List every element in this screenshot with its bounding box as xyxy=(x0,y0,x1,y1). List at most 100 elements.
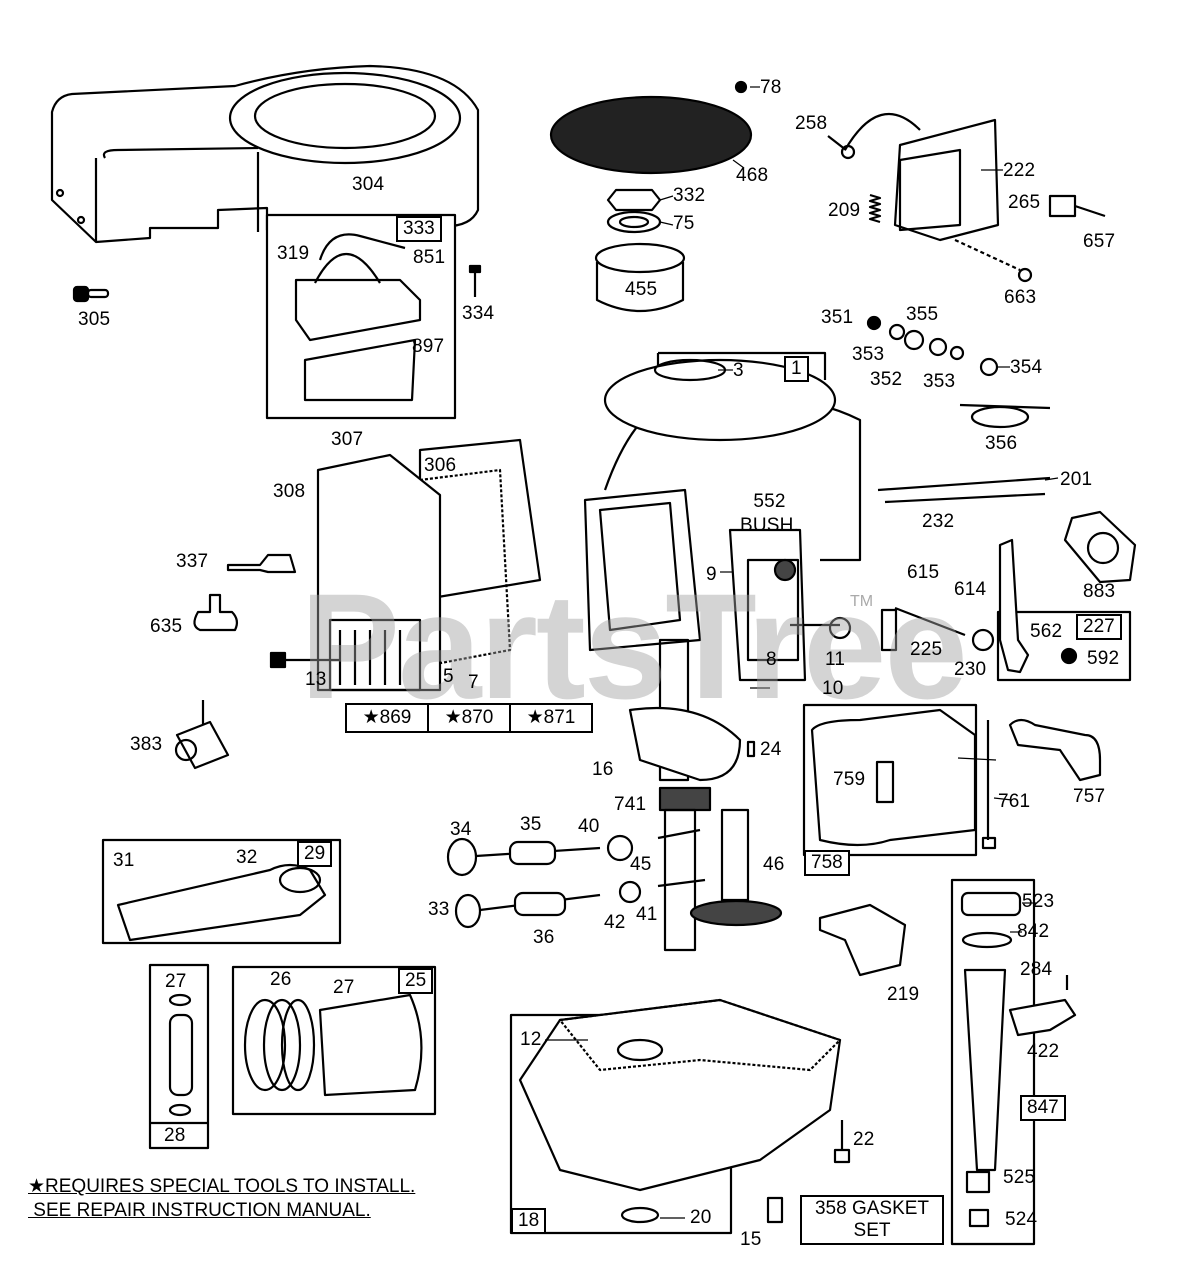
part-label-27[interactable]: 27 xyxy=(165,971,187,992)
part-label-225[interactable]: 225 xyxy=(910,639,943,660)
part-label-36[interactable]: 36 xyxy=(533,927,555,948)
part-label-219[interactable]: 219 xyxy=(887,984,920,1005)
part-label-761[interactable]: 761 xyxy=(998,791,1031,812)
special-tool-871[interactable]: ★871 xyxy=(526,707,576,728)
part-label-78[interactable]: 78 xyxy=(760,77,782,98)
part-label-16[interactable]: 16 xyxy=(592,759,614,780)
screw-334-shape xyxy=(468,264,482,297)
part-label-353[interactable]: 353 xyxy=(852,344,885,365)
part-label-20[interactable]: 20 xyxy=(690,1207,712,1228)
part-label-352[interactable]: 352 xyxy=(870,369,903,390)
part-label-32[interactable]: 32 xyxy=(236,847,258,868)
part-label-46[interactable]: 46 xyxy=(763,854,785,875)
part-label-592[interactable]: 592 xyxy=(1087,648,1120,669)
part-label-8[interactable]: 8 xyxy=(766,649,777,670)
kit-label-1[interactable]: 1 xyxy=(784,356,809,382)
cylinder-head-shape xyxy=(316,453,442,692)
part-label-332[interactable]: 332 xyxy=(673,185,706,206)
part-label-24[interactable]: 24 xyxy=(760,739,782,760)
part-label-851[interactable]: 851 xyxy=(413,247,446,268)
part-label-258[interactable]: 258 xyxy=(795,113,828,134)
special-tool-869[interactable]: ★869 xyxy=(347,705,429,731)
part-label-759[interactable]: 759 xyxy=(833,769,866,790)
part-label-356[interactable]: 356 xyxy=(985,433,1018,454)
part-label-26[interactable]: 26 xyxy=(270,969,292,990)
sump-shape xyxy=(518,998,842,1192)
part-label-615[interactable]: 615 xyxy=(907,562,940,583)
part-label-209[interactable]: 209 xyxy=(828,200,861,221)
part-label-3[interactable]: 3 xyxy=(733,360,744,381)
part-label-7[interactable]: 7 xyxy=(468,672,479,693)
part-label-75[interactable]: 75 xyxy=(673,213,695,234)
part-label-45[interactable]: 45 xyxy=(630,854,652,875)
part-label-657[interactable]: 657 xyxy=(1083,231,1116,252)
bushing-label-552[interactable]: 552 BUSH. xyxy=(740,490,799,538)
special-tool-870[interactable]: ★870 xyxy=(429,705,511,731)
part-label-383[interactable]: 383 xyxy=(130,734,163,755)
part-label-455[interactable]: 455 xyxy=(625,279,658,300)
part-label-741[interactable]: 741 xyxy=(614,794,647,815)
part-label-305[interactable]: 305 xyxy=(78,309,111,330)
part-label-422[interactable]: 422 xyxy=(1027,1041,1060,1062)
kit-label-333[interactable]: 333 xyxy=(396,216,442,242)
part-label-201[interactable]: 201 xyxy=(1060,469,1093,490)
part-label-40[interactable]: 40 xyxy=(578,816,600,837)
part-label-635[interactable]: 635 xyxy=(150,616,183,637)
part-label-31[interactable]: 31 xyxy=(113,850,135,871)
part-label-562[interactable]: 562 xyxy=(1030,621,1063,642)
gasket-set-358[interactable]: 358 GASKET SET xyxy=(800,1195,944,1245)
bush-text: BUSH. xyxy=(740,515,800,536)
part-label-222[interactable]: 222 xyxy=(1003,160,1036,181)
part-label-35[interactable]: 35 xyxy=(520,814,542,835)
part-label-334[interactable]: 334 xyxy=(462,303,495,324)
part-label-41[interactable]: 41 xyxy=(636,904,658,925)
part-label-265[interactable]: 265 xyxy=(1008,192,1041,213)
part-label-12[interactable]: 12 xyxy=(520,1029,542,1050)
kit-label-227[interactable]: 227 xyxy=(1076,614,1122,640)
part-label-15[interactable]: 15 xyxy=(740,1229,762,1250)
part-label-353-b[interactable]: 353 xyxy=(923,371,956,392)
part-label-523[interactable]: 523 xyxy=(1022,891,1055,912)
part-label-614[interactable]: 614 xyxy=(954,579,987,600)
part-label-524[interactable]: 524 xyxy=(1005,1209,1038,1230)
part-label-663[interactable]: 663 xyxy=(1004,287,1037,308)
part-label-9[interactable]: 9 xyxy=(706,564,717,585)
rotating-screen-shape xyxy=(549,95,753,175)
part-label-13[interactable]: 13 xyxy=(305,669,327,690)
part-label-351[interactable]: 351 xyxy=(821,307,854,328)
part-label-304[interactable]: 304 xyxy=(352,174,385,195)
part-label-306[interactable]: 306 xyxy=(424,455,457,476)
part-label-34[interactable]: 34 xyxy=(450,819,472,840)
kit-label-18[interactable]: 18 xyxy=(511,1208,547,1234)
part-label-33[interactable]: 33 xyxy=(428,899,450,920)
kit-label-29[interactable]: 29 xyxy=(297,841,333,867)
kit-label-28[interactable]: 28 xyxy=(164,1125,186,1146)
kit-label-758[interactable]: 758 xyxy=(804,850,850,876)
part-label-5[interactable]: 5 xyxy=(443,666,454,687)
watermark-trademark: TM xyxy=(850,593,874,610)
part-label-525[interactable]: 525 xyxy=(1003,1167,1036,1188)
part-label-897[interactable]: 897 xyxy=(412,336,445,357)
part-label-355[interactable]: 355 xyxy=(906,304,939,325)
part-label-883[interactable]: 883 xyxy=(1083,581,1116,602)
part-label-284[interactable]: 284 xyxy=(1020,959,1053,980)
part-label-10[interactable]: 10 xyxy=(822,678,844,699)
part-label-27-b[interactable]: 27 xyxy=(333,977,355,998)
kit-label-25[interactable]: 25 xyxy=(398,968,434,994)
kit-label-847[interactable]: 847 xyxy=(1020,1095,1066,1121)
part-label-354[interactable]: 354 xyxy=(1010,357,1043,378)
part-label-42[interactable]: 42 xyxy=(604,912,626,933)
part-label-337[interactable]: 337 xyxy=(176,551,209,572)
part-label-468[interactable]: 468 xyxy=(736,165,769,186)
part-label-22[interactable]: 22 xyxy=(853,1129,875,1150)
part-label-230[interactable]: 230 xyxy=(954,659,987,680)
part-label-307[interactable]: 307 xyxy=(331,429,364,450)
part-label-757[interactable]: 757 xyxy=(1073,786,1106,807)
part-label-842[interactable]: 842 xyxy=(1017,921,1050,942)
part-label-319[interactable]: 319 xyxy=(277,243,310,264)
cylinder-block-shape xyxy=(418,351,862,782)
part-label-308[interactable]: 308 xyxy=(273,481,306,502)
part-label-232[interactable]: 232 xyxy=(922,511,955,532)
part-label-11[interactable]: 11 xyxy=(825,649,846,670)
